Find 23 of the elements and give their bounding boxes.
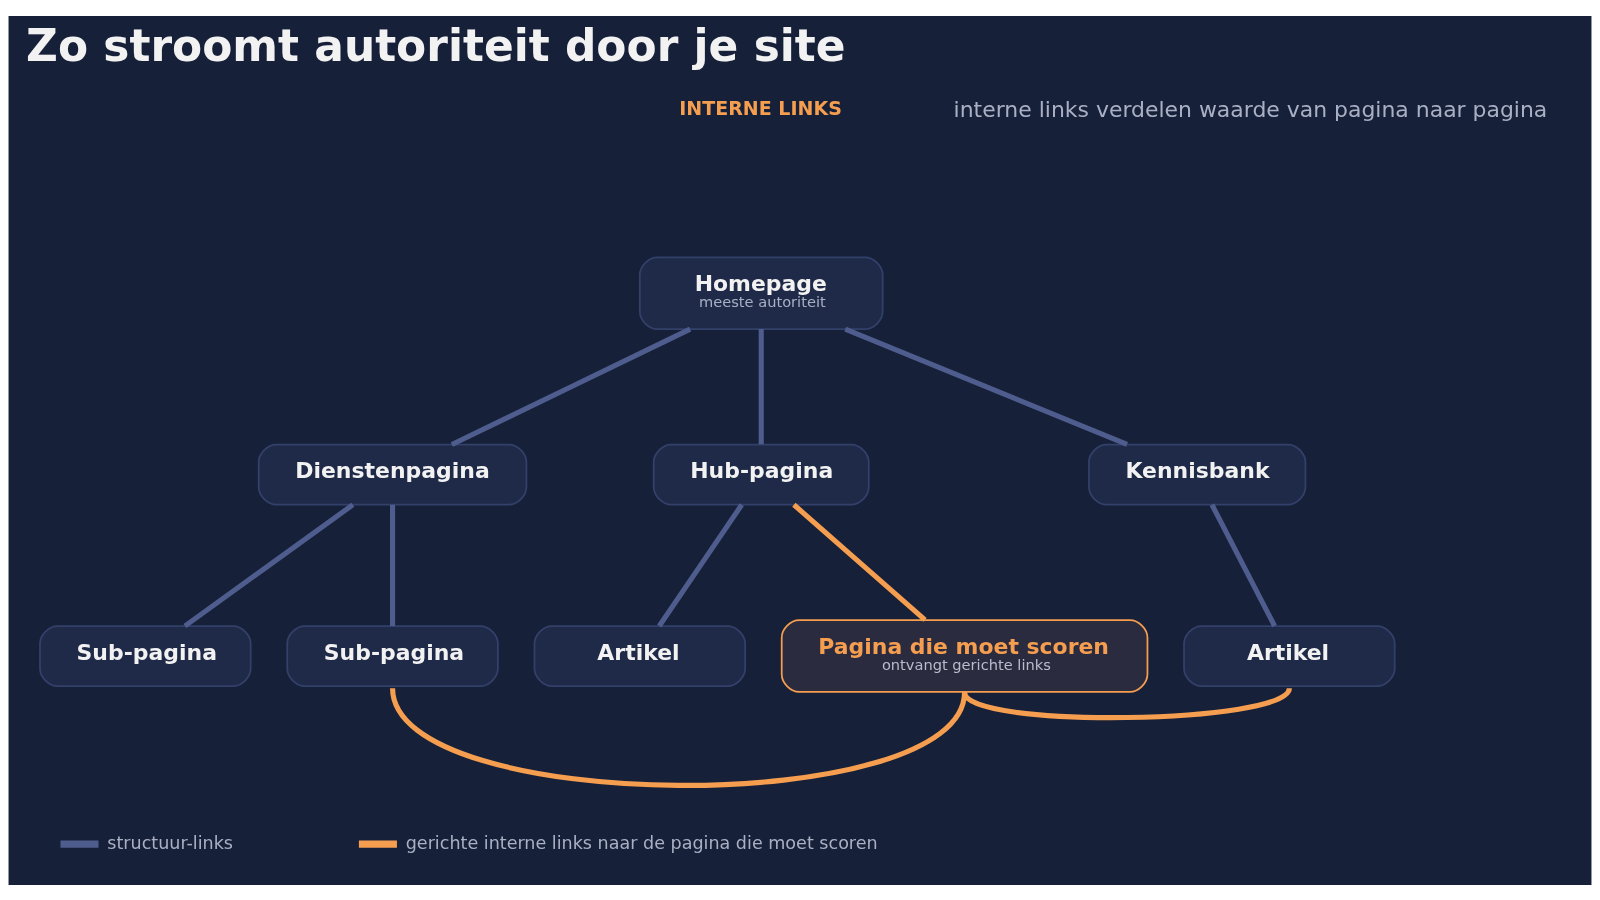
node-box: Artikel xyxy=(1183,624,1396,687)
connector xyxy=(1209,503,1277,627)
connector xyxy=(450,326,692,447)
connector xyxy=(390,686,967,788)
legend-label: structuur-links xyxy=(107,832,234,853)
node-box: Kennisbank xyxy=(1088,443,1307,505)
diagram-title: Zo stroomt autoriteit door je site xyxy=(26,19,846,71)
connector xyxy=(390,504,396,626)
connector xyxy=(792,502,927,622)
connector xyxy=(844,326,1129,447)
node-box: Artikel xyxy=(533,624,746,687)
legend-label: gerichte interne links naar de pagina die moet scoren xyxy=(405,832,878,853)
label: INTERNE LINKS xyxy=(679,96,842,119)
node-box: Dienstenpagina xyxy=(257,443,528,505)
node-box: Hub-pagina xyxy=(652,443,870,505)
node-box: Homepage meeste autoriteit xyxy=(638,256,884,330)
connector xyxy=(758,328,764,444)
label: interne links verdelen waarde van pagina naar pagina xyxy=(953,96,1548,122)
connector xyxy=(183,502,355,628)
connector xyxy=(657,502,744,627)
node-box: Sub-pagina xyxy=(286,624,499,687)
node-box: Sub-pagina xyxy=(39,624,252,687)
node-box: Pagina die moet scoren ontvangt gerichte links xyxy=(780,618,1149,693)
